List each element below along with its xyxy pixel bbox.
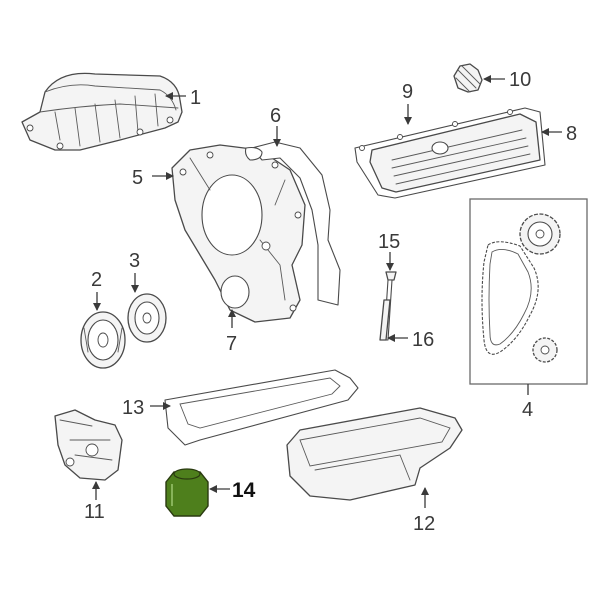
camshaft-gear — [519, 213, 561, 255]
timing-cover — [171, 144, 306, 323]
harmonic-balancer — [80, 311, 126, 369]
callout-2: 2 — [91, 269, 102, 291]
callout-9: 9 — [402, 81, 413, 103]
callout-13: 13 — [122, 397, 144, 419]
intake-manifold — [21, 72, 183, 151]
callout-3: 3 — [129, 250, 140, 272]
callout-8: 8 — [566, 123, 577, 145]
callout-5: 5 — [132, 167, 143, 189]
callout-15: 15 — [378, 231, 400, 253]
callout-14: 14 — [232, 479, 256, 502]
callout-16: 16 — [412, 329, 434, 351]
callout-12: 12 — [413, 513, 435, 535]
callout-1: 1 — [190, 87, 201, 109]
crankshaft-pulley — [127, 293, 167, 343]
oil-filter — [165, 468, 209, 517]
valve-cover — [359, 109, 541, 193]
callout-4: 4 — [522, 399, 533, 421]
oil-pan-gasket — [164, 369, 359, 446]
callout-11: 11 — [84, 501, 105, 523]
callout-6: 6 — [270, 105, 281, 127]
oil-pump — [54, 409, 123, 481]
dipstick-tube — [379, 299, 391, 341]
timing-chain — [481, 241, 539, 355]
oil-pan — [286, 407, 463, 501]
crankshaft-gear — [532, 337, 558, 363]
callout-10: 10 — [509, 69, 531, 91]
timing-cover-gasket — [244, 141, 341, 306]
oil-filler-cap — [453, 63, 483, 93]
callout-7: 7 — [226, 333, 237, 355]
